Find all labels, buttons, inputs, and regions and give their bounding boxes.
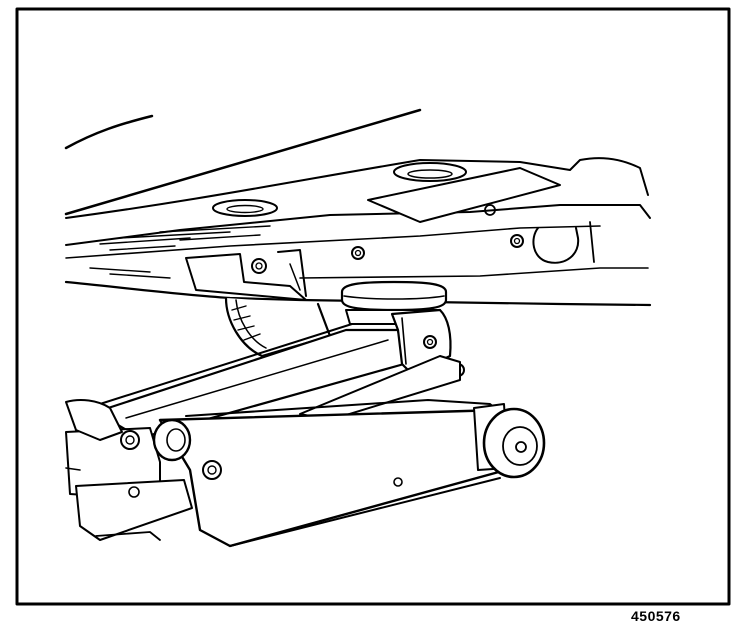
bolt-icon bbox=[513, 237, 521, 245]
figure-border bbox=[15, 7, 731, 606]
body-plug-left bbox=[212, 199, 278, 217]
suspension-mount bbox=[532, 227, 580, 264]
bolt-icon bbox=[255, 262, 263, 270]
sill-bottom-edge bbox=[64, 280, 652, 307]
jack-frame-lower-edge bbox=[229, 477, 501, 547]
jack-base-caster-line bbox=[95, 531, 161, 541]
body-contour-line bbox=[64, 114, 154, 150]
jack-yoke-pin-icon bbox=[426, 338, 434, 346]
jack-lift-arm-inner-line bbox=[125, 339, 389, 419]
jack-front-wheel-axle-icon bbox=[515, 441, 527, 453]
jack-handle-socket bbox=[65, 399, 123, 441]
bolt-icon bbox=[510, 234, 524, 248]
vehicle-underbody bbox=[64, 108, 652, 307]
frame-rail-bottom bbox=[299, 267, 649, 279]
jack-handle-pivot-icon bbox=[125, 435, 135, 445]
pan-hatching bbox=[89, 225, 271, 279]
body-plug-left-inner bbox=[226, 204, 264, 214]
jack-front-wheel-rim bbox=[502, 426, 538, 466]
jack-rear-roller-hub bbox=[166, 428, 186, 452]
floor-pan-line-upper bbox=[65, 157, 649, 219]
bolt-icon bbox=[251, 258, 267, 274]
drain-plug-oval bbox=[393, 162, 467, 182]
jack-frame-bolt-icon bbox=[207, 465, 217, 475]
jack-frame-rivet-icon bbox=[393, 477, 403, 487]
brake-rotor bbox=[224, 296, 332, 358]
pan-stamping bbox=[367, 167, 561, 223]
jack-handle-pivot-icon bbox=[120, 430, 140, 450]
rocker-panel-edge bbox=[64, 108, 422, 216]
jack-saddle-pad bbox=[340, 280, 448, 312]
drain-plug-inner bbox=[407, 169, 453, 179]
bolt-icon bbox=[351, 246, 365, 260]
pinch-weld-bracket bbox=[185, 253, 307, 301]
jack-frame-bolt-icon bbox=[202, 460, 222, 480]
jack-rear-base bbox=[75, 479, 193, 541]
jack-saddle-pad-seam bbox=[343, 295, 445, 300]
tire-edge-line bbox=[65, 467, 81, 471]
bolt-icon bbox=[354, 249, 362, 257]
bracket-flange bbox=[277, 249, 307, 297]
suspension-mount-edge bbox=[589, 221, 595, 263]
jack-front-wheel-icon bbox=[482, 407, 546, 479]
rotor-vents bbox=[231, 305, 261, 341]
bolt-icon bbox=[484, 204, 496, 216]
rotor-outline bbox=[224, 296, 332, 358]
figure-reference-number: 450576 bbox=[631, 608, 681, 624]
jack-yoke-pin-icon bbox=[423, 335, 437, 349]
floor-jack bbox=[65, 280, 546, 548]
jack-base-nut-icon bbox=[128, 486, 140, 498]
jack-lift-arm-top-edge bbox=[99, 323, 353, 405]
bracket-rib bbox=[289, 263, 301, 291]
jack-yoke-plate bbox=[401, 317, 407, 365]
floor-pan-line-lower bbox=[65, 204, 651, 246]
sill-lower-edge bbox=[65, 225, 601, 259]
